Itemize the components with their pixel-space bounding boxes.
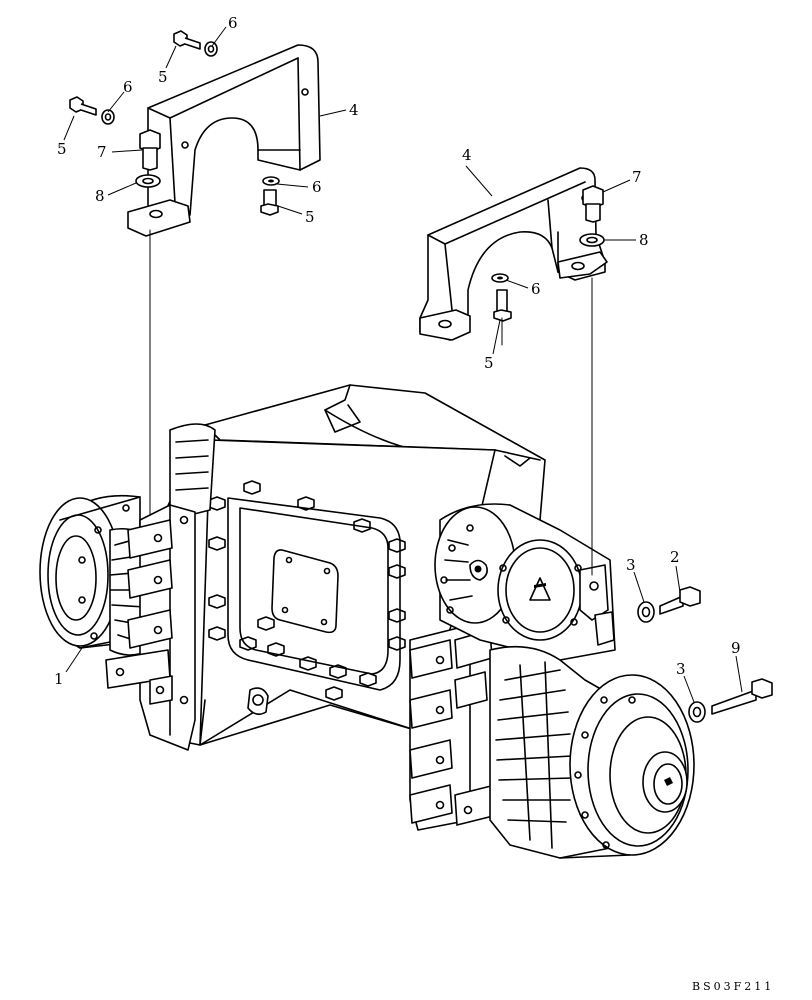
right-wheel-hub <box>489 645 695 859</box>
cap-screws-item-5 <box>69 30 512 322</box>
callout-7-left: 7 <box>97 143 107 161</box>
left-brake-caliper-plate <box>105 504 196 751</box>
callout-6-top: 6 <box>228 14 238 32</box>
callout-5-right: 5 <box>484 354 494 372</box>
callout-8-right: 8 <box>639 231 649 249</box>
left-pivot-bracket <box>127 44 321 237</box>
callout-5-left: 5 <box>57 140 67 158</box>
callout-9: 9 <box>731 639 741 657</box>
figure-code: BS03F211 <box>692 980 774 993</box>
callout-2: 2 <box>670 548 680 566</box>
callout-6-middle: 6 <box>312 178 322 196</box>
right-brake-caliper-plate <box>409 624 498 831</box>
callout-4-right: 4 <box>462 146 472 164</box>
callout-5-middle: 5 <box>305 208 315 226</box>
callout-5-top: 5 <box>158 68 168 86</box>
callout-6-right: 6 <box>531 280 541 298</box>
callout-6-left: 6 <box>123 78 133 96</box>
washers-item-6 <box>101 41 509 283</box>
leader-lines <box>63 26 743 703</box>
bolt-item-9 <box>711 678 773 715</box>
callout-labels: 1 2 3 3 4 4 5 5 5 5 6 6 6 6 7 7 8 8 9 <box>54 14 741 688</box>
right-pivot-bracket <box>419 167 608 341</box>
bolts-item-7 <box>139 129 604 223</box>
callout-4-left: 4 <box>349 101 359 119</box>
callout-3-lower: 3 <box>676 660 686 678</box>
washers-item-8 <box>135 174 605 247</box>
callout-7-right: 7 <box>632 168 642 186</box>
callout-8-left: 8 <box>95 187 105 205</box>
callout-1: 1 <box>54 670 64 688</box>
differential-housing-right <box>434 503 616 661</box>
callout-3-upper: 3 <box>626 556 636 574</box>
washers-item-3 <box>637 601 706 723</box>
alignment-lines <box>149 229 593 576</box>
bolt-item-2 <box>659 586 701 615</box>
